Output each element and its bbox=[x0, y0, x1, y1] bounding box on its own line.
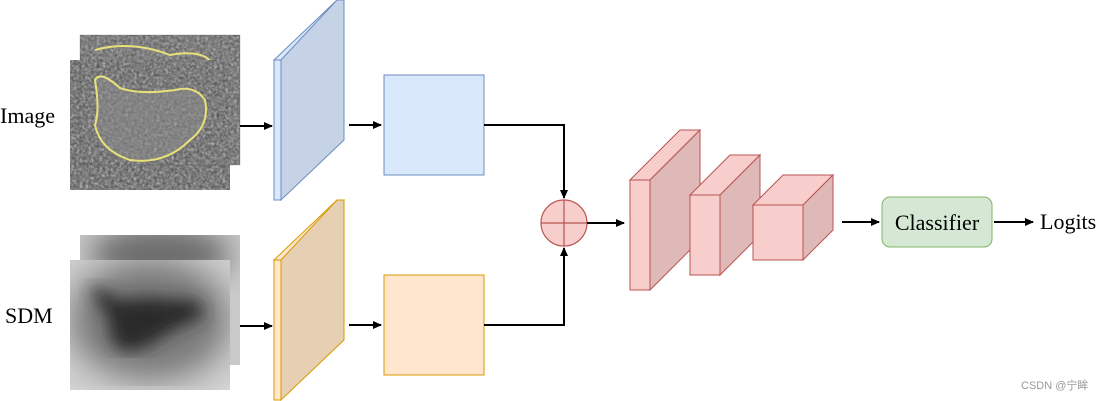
image-slice-front bbox=[70, 60, 230, 190]
sdm-slice-front bbox=[70, 260, 230, 390]
image-feature-block bbox=[383, 74, 485, 176]
sdm-input-stack bbox=[70, 235, 240, 390]
sdm-encoder-layer bbox=[272, 199, 346, 401]
sdm-feature-block bbox=[383, 274, 485, 376]
cnn-block-3 bbox=[751, 173, 835, 262]
cnn-block-2 bbox=[688, 153, 762, 277]
connector-sdm-to-fusion bbox=[484, 247, 568, 326]
image-encoder-layer bbox=[272, 0, 345, 202]
connector-image-to-fusion bbox=[484, 124, 568, 199]
cnn-block-1 bbox=[628, 128, 702, 292]
image-input-stack bbox=[70, 34, 241, 190]
classifier-box bbox=[881, 196, 993, 248]
image-label: Image bbox=[0, 103, 55, 128]
fusion-add-node bbox=[540, 199, 588, 247]
logits-label: Logits bbox=[1040, 209, 1096, 234]
watermark-text: CSDN @宁眸 bbox=[1021, 378, 1088, 392]
classifier-label: Classifier bbox=[895, 210, 980, 235]
sdm-label: SDM bbox=[5, 303, 53, 328]
